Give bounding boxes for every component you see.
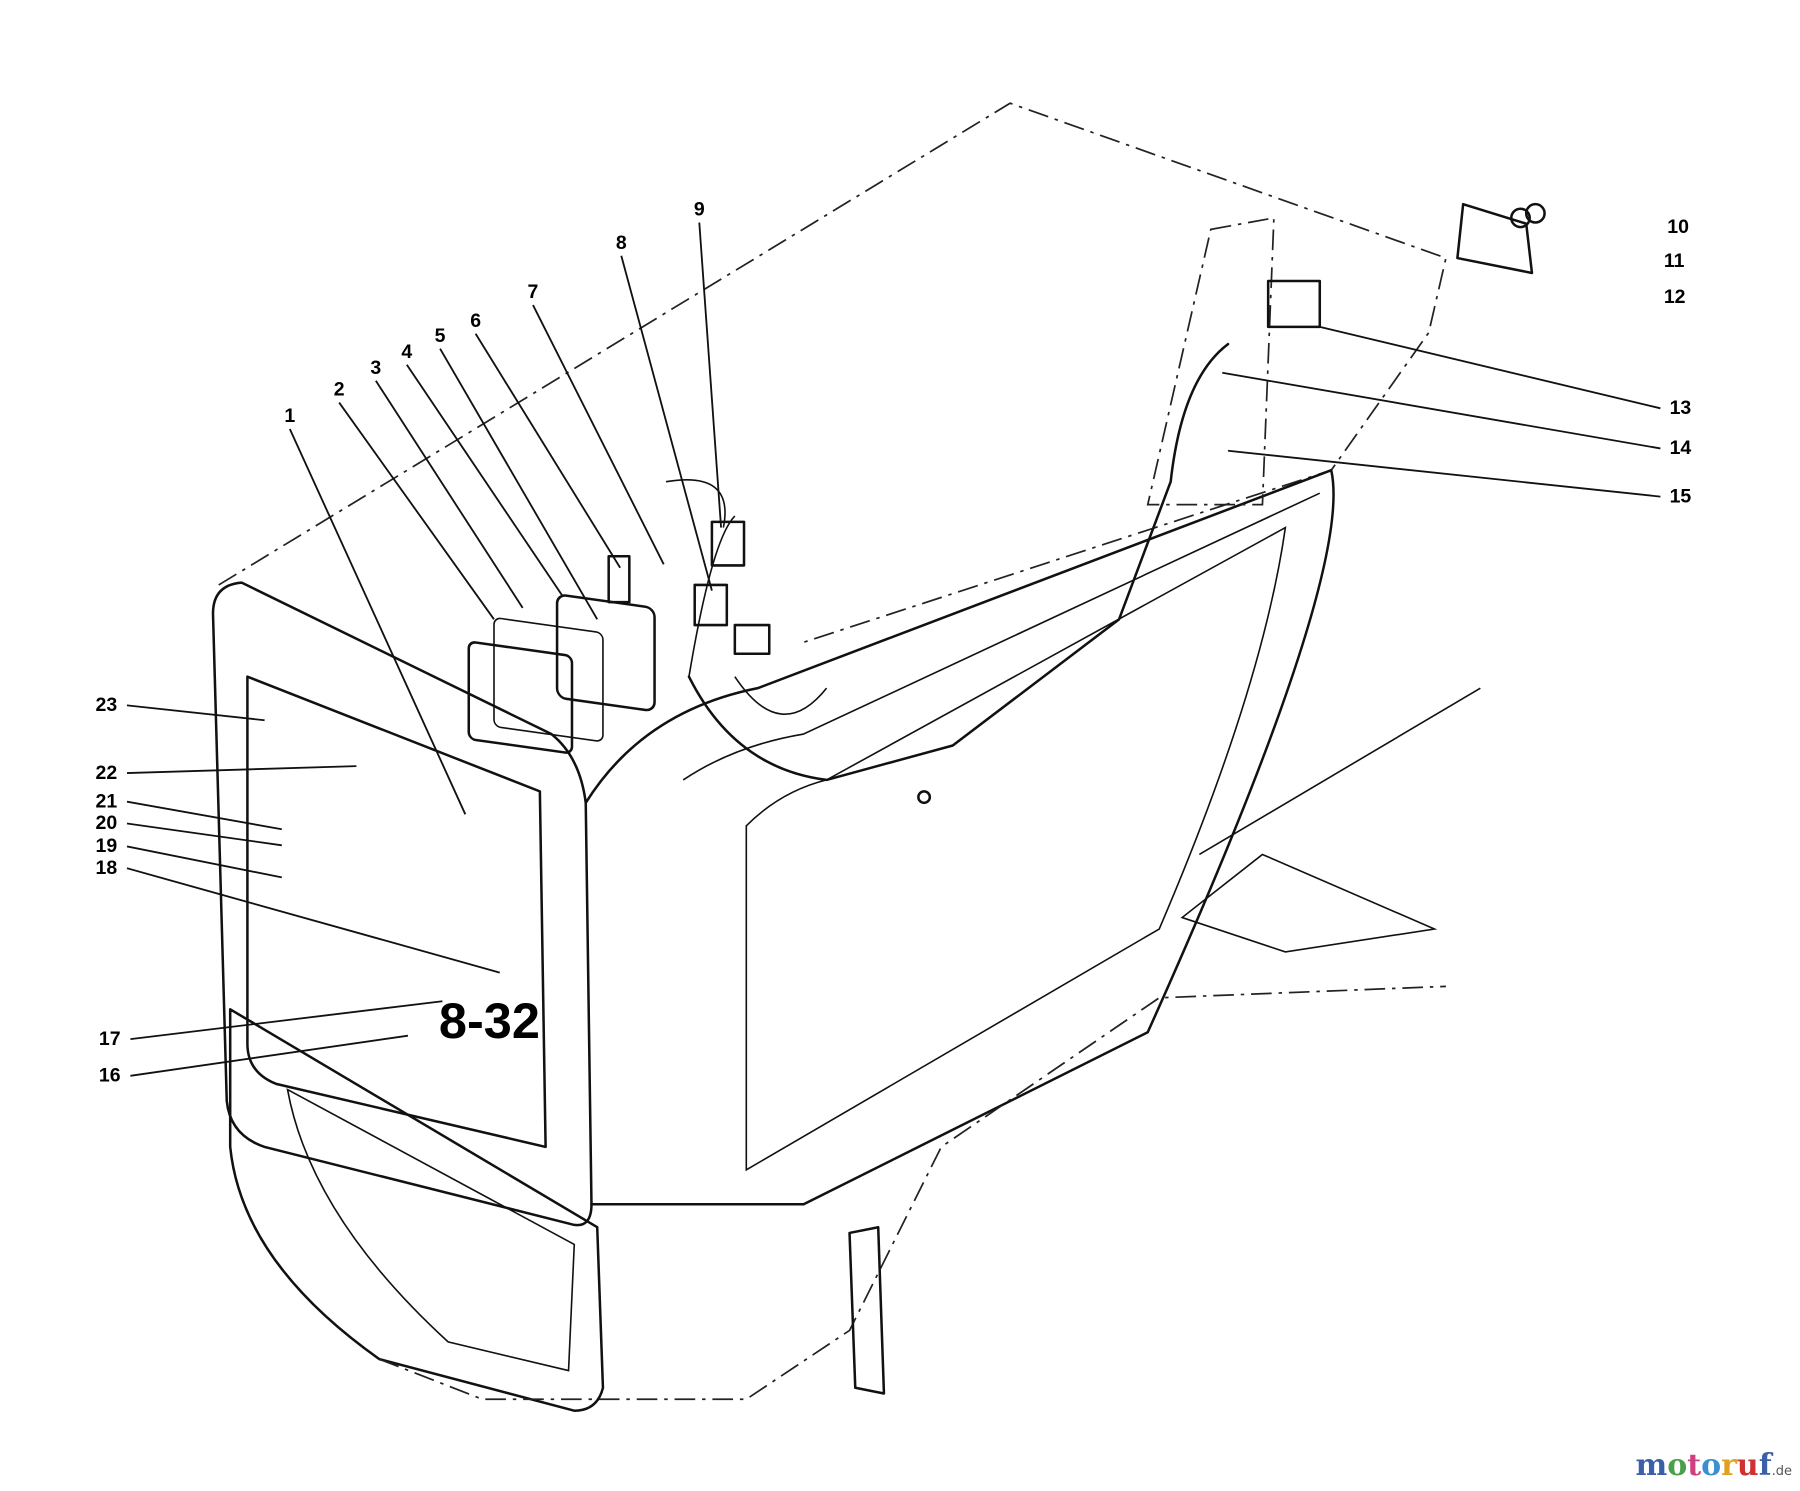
callout-leader-19 [126, 845, 282, 879]
frame-rail [1180, 687, 1481, 953]
callout-leader-18 [126, 867, 500, 974]
callout-6: 6 [470, 310, 481, 332]
callout-leader-22 [126, 765, 357, 774]
hood-grille-opening [246, 675, 547, 1149]
callout-9: 9 [694, 199, 705, 221]
bracket-clip [733, 623, 771, 656]
headlight-lens [467, 641, 574, 754]
callout-leader-3 [375, 380, 524, 609]
hood-side-panel [584, 468, 1335, 1206]
callout-23: 23 [95, 694, 117, 716]
lower-grille [228, 1008, 605, 1412]
callout-21: 21 [95, 790, 117, 812]
callout-7: 7 [528, 281, 539, 303]
hood-decal: 8-32 [439, 992, 540, 1049]
callout-leader-6 [474, 333, 621, 569]
hood-side-inner [682, 492, 1321, 781]
watermark-suffix: .de [1771, 1464, 1792, 1479]
mounting-bracket [607, 554, 631, 604]
switch-plate [1456, 202, 1534, 275]
washer [1510, 207, 1531, 229]
callout-22: 22 [95, 762, 117, 784]
headlight-gasket [493, 617, 604, 742]
callout-leader-21 [126, 800, 282, 831]
callout-leader-5 [439, 348, 599, 620]
callout-leader-15 [1227, 449, 1661, 498]
callout-leader-17 [130, 1000, 443, 1041]
connector-2 [710, 520, 746, 567]
watermark-logo: motoruf.de [1635, 1448, 1792, 1483]
callout-10: 10 [1667, 216, 1689, 238]
lower-grille-inner [286, 1088, 576, 1372]
callout-leader-9 [698, 222, 722, 528]
callout-leader-2 [338, 402, 495, 620]
callout-18: 18 [95, 857, 117, 879]
wiring-harness [687, 342, 1230, 782]
light-switch [1266, 279, 1322, 329]
watermark-letter: t [1687, 1448, 1702, 1483]
nut [1524, 202, 1546, 224]
callout-12: 12 [1664, 286, 1686, 308]
callout-11: 11 [1664, 250, 1685, 272]
headlight-housing [555, 594, 656, 712]
watermark-letter: f [1758, 1448, 1772, 1483]
dash-panel [1146, 216, 1275, 506]
callout-1: 1 [284, 405, 295, 427]
callout-5: 5 [435, 325, 446, 347]
callout-17: 17 [99, 1028, 121, 1050]
callout-16: 16 [99, 1065, 121, 1087]
callout-14: 14 [1670, 437, 1692, 459]
callout-20: 20 [95, 812, 117, 834]
callout-leader-4 [406, 364, 564, 597]
callout-leader-8 [620, 255, 713, 591]
callout-leader-16 [130, 1034, 409, 1077]
callout-leader-13 [1319, 325, 1661, 410]
hood-top-outline [218, 102, 1447, 644]
watermark-letter: o [1701, 1448, 1722, 1483]
callout-leader-7 [532, 304, 665, 565]
hood-front-face [211, 581, 593, 1227]
callout-3: 3 [370, 357, 381, 379]
callout-leader-20 [126, 822, 282, 847]
watermark-letter: u [1736, 1448, 1759, 1483]
callout-8: 8 [616, 232, 627, 254]
wire-lead [665, 479, 828, 715]
callout-2: 2 [334, 379, 345, 401]
callout-leader-23 [126, 704, 265, 722]
callout-19: 19 [95, 835, 117, 857]
callout-leader-14 [1222, 371, 1661, 450]
watermark-letter: m [1635, 1448, 1668, 1483]
callout-15: 15 [1670, 485, 1692, 507]
callout-13: 13 [1670, 397, 1692, 419]
ring-terminal [917, 790, 932, 805]
hood-bottom-outline [378, 985, 1446, 1401]
callout-leader-1 [289, 428, 467, 815]
callout-4: 4 [401, 341, 412, 363]
watermark-letter: o [1667, 1448, 1688, 1483]
bracket [848, 1225, 886, 1395]
hood-side-inner-2 [745, 526, 1287, 1172]
watermark-letter: r [1721, 1448, 1737, 1483]
